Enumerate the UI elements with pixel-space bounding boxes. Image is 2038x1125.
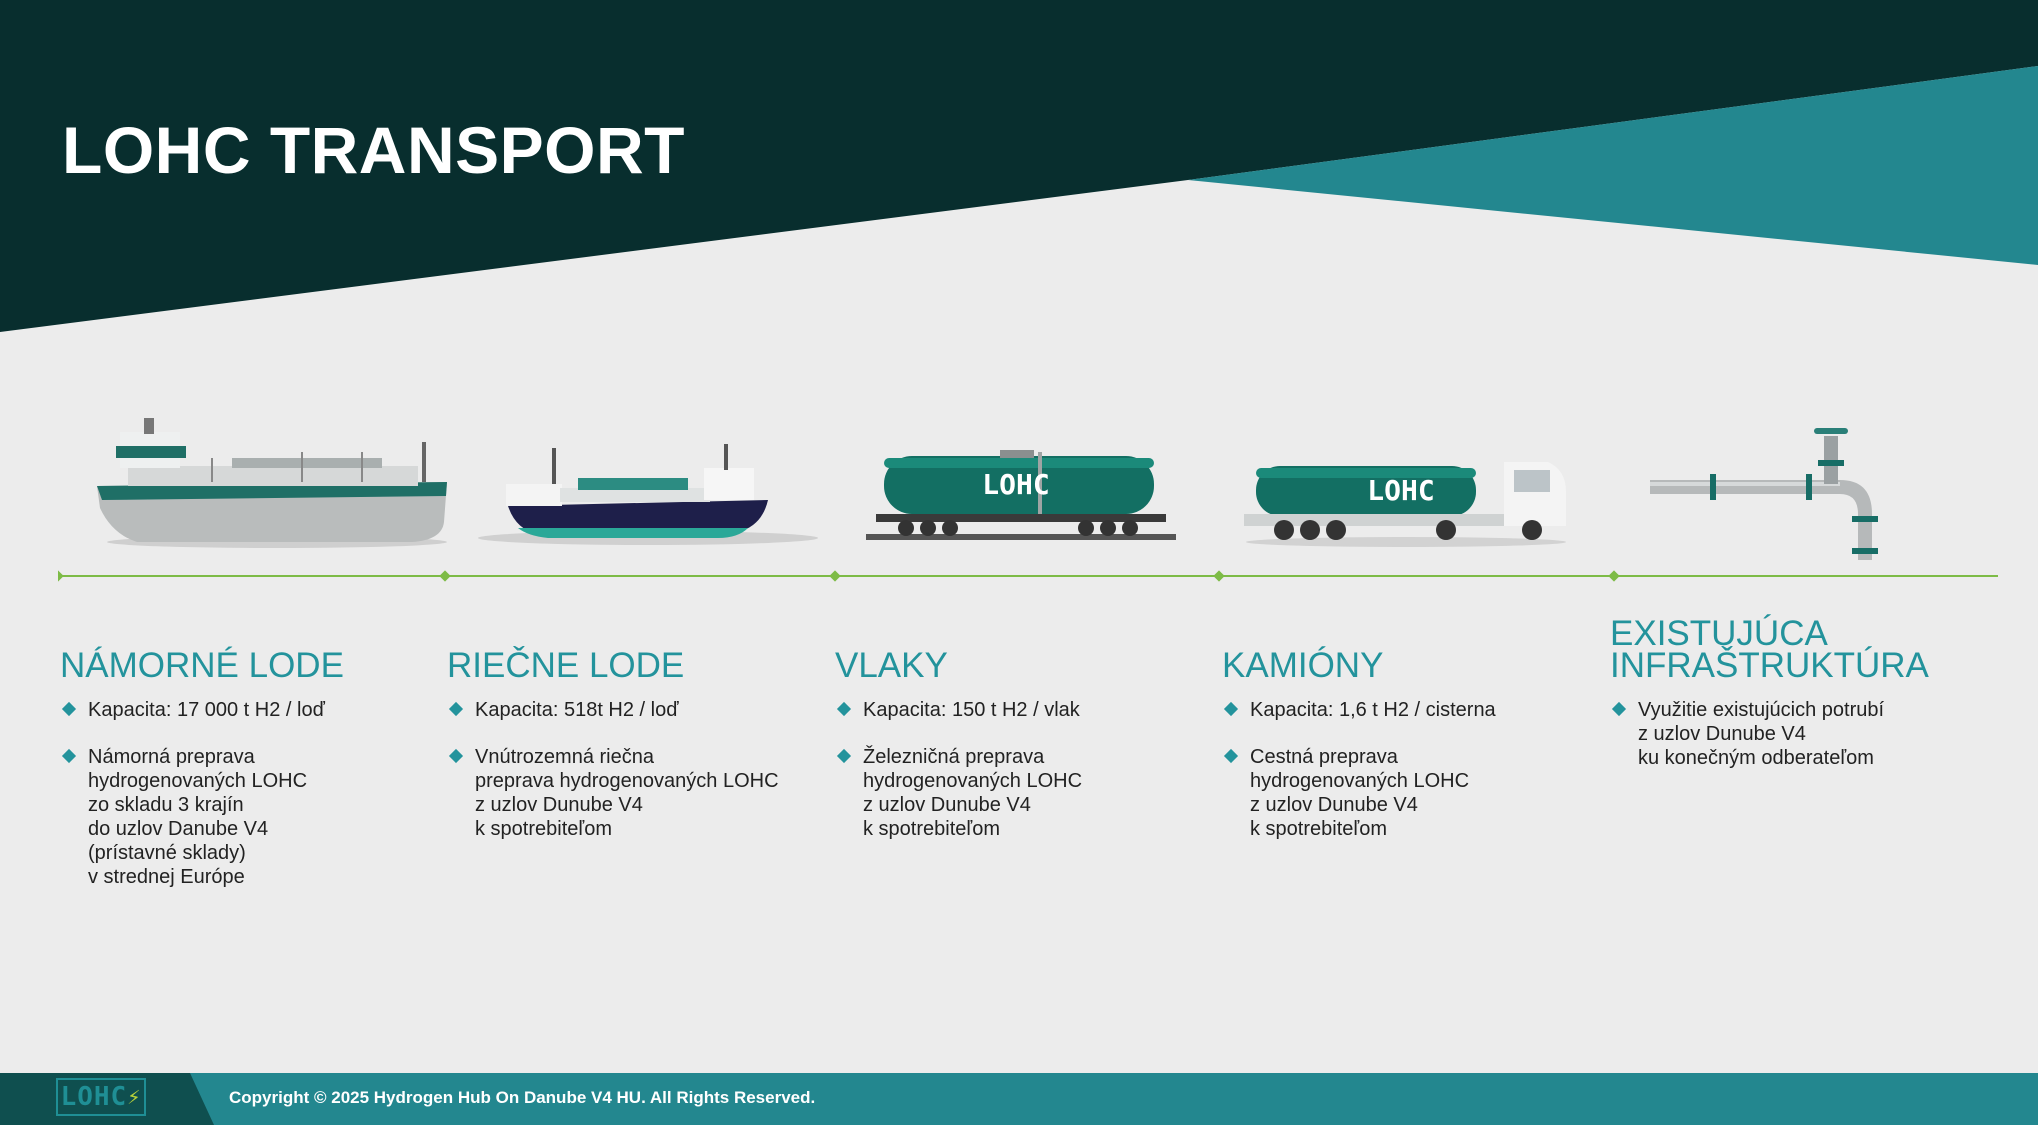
- bullet-text: Kapacita: 518t H2 / loď: [475, 699, 679, 721]
- tank-label: LOHC: [1367, 474, 1434, 507]
- column-namorne-lode: NÁMORNÉ LODE Kapacita: 17 000 t H2 / loď…: [60, 610, 400, 912]
- bullet-text: Kapacita: 17 000 t H2 / loď: [88, 699, 325, 721]
- tank-label: LOHC: [982, 468, 1049, 501]
- diamond-bullet-icon: [836, 748, 852, 764]
- column-heading: NÁMORNÉ LODE: [60, 646, 344, 685]
- bullet-item: Vnútrozemná riečna preprava hydrogenovan…: [447, 745, 807, 841]
- diamond-bullet-icon: [61, 748, 77, 764]
- bullet-item: Kapacita: 1,6 t H2 / cisterna: [1222, 698, 1562, 722]
- tanker-truck-icon: LOHC: [1244, 462, 1566, 547]
- footer-dark-block: [0, 1073, 214, 1125]
- timeline-marker: [829, 570, 841, 582]
- lohc-logo: LOHC⚡: [56, 1078, 146, 1116]
- timeline-marker: [439, 570, 451, 582]
- bullet-text: Vnútrozemná riečna preprava hydrogenovan…: [475, 746, 779, 840]
- column-existujuca-infrastruktura: EXISTUJÚCA INFRAŠTRUKTÚRA Využitie exist…: [1610, 610, 1990, 793]
- diamond-bullet-icon: [448, 748, 464, 764]
- ship-icon: [97, 418, 447, 548]
- bullet-item: Námorná preprava hydrogenovaných LOHC zo…: [60, 745, 400, 889]
- footer: LOHC⚡ Copyright © 2025 Hydrogen Hub On D…: [0, 1073, 2038, 1125]
- bullet-item: Železničná preprava hydrogenovaných LOHC…: [835, 745, 1175, 841]
- bullet-item: Kapacita: 17 000 t H2 / loď: [60, 698, 400, 722]
- diamond-bullet-icon: [61, 701, 77, 717]
- diamond-bullet-icon: [1223, 748, 1239, 764]
- bullet-list: Kapacita: 150 t H2 / vlak Železničná pre…: [835, 698, 1175, 841]
- bolt-icon: ⚡: [127, 1084, 142, 1110]
- column-heading: KAMIÓNY: [1222, 646, 1384, 685]
- bullet-text: Využitie existujúcich potrubí z uzlov Du…: [1638, 699, 1885, 769]
- diamond-bullet-icon: [1611, 701, 1627, 717]
- diamond-bullet-icon: [836, 701, 852, 717]
- bullet-list: Kapacita: 17 000 t H2 / loď Námorná prep…: [60, 698, 400, 889]
- bullet-list: Kapacita: 1,6 t H2 / cisterna Cestná pre…: [1222, 698, 1562, 841]
- bullet-text: Cestná preprava hydrogenovaných LOHC z u…: [1250, 746, 1470, 840]
- bullet-list: Využitie existujúcich potrubí z uzlov Du…: [1610, 698, 1990, 770]
- diamond-bullet-icon: [448, 701, 464, 717]
- page-title: LOHC TRANSPORT: [62, 113, 685, 187]
- bullet-text: Kapacita: 150 t H2 / vlak: [863, 699, 1080, 721]
- column-riecne-lode: RIEČNE LODE Kapacita: 518t H2 / loď Vnút…: [447, 610, 807, 864]
- bullet-list: Kapacita: 518t H2 / loď Vnútrozemná rieč…: [447, 698, 807, 841]
- column-heading: EXISTUJÚCA INFRAŠTRUKTÚRA: [1610, 614, 1929, 685]
- rail-tank-car-icon: LOHC: [866, 450, 1176, 540]
- bullet-text: Železničná preprava hydrogenovaných LOHC…: [863, 746, 1083, 840]
- bullet-item: Kapacita: 150 t H2 / vlak: [835, 698, 1175, 722]
- dark-band: [0, 0, 2038, 332]
- timeline-marker: [58, 570, 64, 582]
- timeline-marker: [1608, 570, 1620, 582]
- teal-band: [1188, 66, 2038, 265]
- bullet-text: Námorná preprava hydrogenovaných LOHC zo…: [88, 746, 308, 888]
- column-heading: RIEČNE LODE: [447, 646, 685, 685]
- logo-text: LOHC: [60, 1082, 128, 1112]
- column-heading: VLAKY: [835, 646, 948, 685]
- river-boat-icon: [478, 444, 818, 545]
- bullet-text: Kapacita: 1,6 t H2 / cisterna: [1250, 699, 1496, 721]
- timeline-marker: [1213, 570, 1225, 582]
- pipeline-valve-icon: [1650, 428, 1878, 560]
- bullet-item: Kapacita: 518t H2 / loď: [447, 698, 807, 722]
- column-kamiony: KAMIÓNY Kapacita: 1,6 t H2 / cisterna Ce…: [1222, 610, 1562, 864]
- timeline: [58, 570, 1998, 582]
- bullet-item: Využitie existujúcich potrubí z uzlov Du…: [1610, 698, 1990, 770]
- diamond-bullet-icon: [1223, 701, 1239, 717]
- column-vlaky: VLAKY Kapacita: 150 t H2 / vlak Železnič…: [835, 610, 1175, 864]
- bullet-item: Cestná preprava hydrogenovaných LOHC z u…: [1222, 745, 1562, 841]
- copyright-text: Copyright © 2025 Hydrogen Hub On Danube …: [229, 1088, 816, 1107]
